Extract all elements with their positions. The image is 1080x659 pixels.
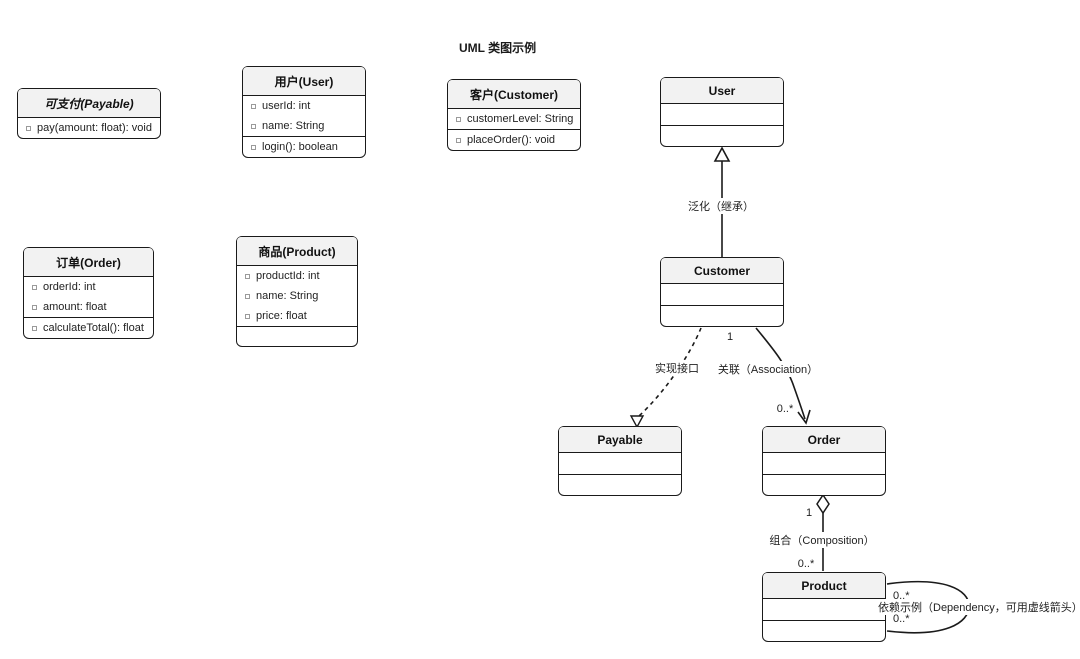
class-attribute: amount: float xyxy=(24,297,153,317)
open-arrow-icon xyxy=(797,409,811,425)
class-box-payable-cn: 可支付(Payable) pay(amount: float): void xyxy=(17,88,161,139)
visibility-icon xyxy=(26,125,31,131)
class-box-customer-cn: 客户(Customer) customerLevel: String place… xyxy=(447,79,581,151)
node-box-user: User xyxy=(660,77,784,147)
visibility-icon xyxy=(251,123,256,129)
class-title: 客户(Customer) xyxy=(448,80,580,109)
class-attribute: customerLevel: String xyxy=(448,109,580,129)
class-title: 用户(User) xyxy=(243,67,365,96)
association-label: 关联（Association） xyxy=(714,361,822,377)
diagram-title: UML 类图示例 xyxy=(459,41,537,55)
visibility-icon xyxy=(32,325,37,331)
class-attribute: price: float xyxy=(237,306,357,326)
composition-target-multiplicity: 0..* xyxy=(795,558,817,570)
visibility-icon xyxy=(245,273,250,279)
visibility-icon xyxy=(245,313,250,319)
class-title: 可支付(Payable) xyxy=(18,89,160,118)
class-method: calculateTotal(): float xyxy=(24,318,153,338)
class-title: Payable xyxy=(559,427,681,453)
empty-methods-compartment xyxy=(237,326,357,346)
node-box-product: Product xyxy=(762,572,886,642)
node-box-payable: Payable xyxy=(558,426,682,496)
class-method: login(): boolean xyxy=(243,137,365,157)
class-title: Customer xyxy=(661,258,783,284)
visibility-icon xyxy=(32,284,37,290)
composition-label: 组合（Composition） xyxy=(766,532,878,548)
empty-attributes-compartment xyxy=(559,453,681,474)
empty-attributes-compartment xyxy=(763,599,885,620)
empty-attributes-compartment xyxy=(763,453,885,474)
class-box-order-cn: 订单(Order) orderId: int amount: float cal… xyxy=(23,247,154,339)
empty-methods-compartment xyxy=(661,125,783,146)
composition-source-multiplicity: 1 xyxy=(803,507,815,519)
generalization-label: 泛化（继承） xyxy=(685,198,757,214)
realization-label: 实现接口 xyxy=(652,360,702,376)
empty-methods-compartment xyxy=(763,474,885,495)
class-title: Product xyxy=(763,573,885,599)
member-text: placeOrder(): void xyxy=(467,134,556,146)
visibility-icon xyxy=(456,116,461,122)
dependency-label: 依赖示例（Dependency，可用虚线箭头） xyxy=(875,599,1080,615)
visibility-icon xyxy=(245,293,250,299)
association-target-multiplicity: 0..* xyxy=(774,403,796,415)
class-title: 订单(Order) xyxy=(24,248,153,277)
member-text: name: String xyxy=(262,120,325,132)
visibility-icon xyxy=(251,144,256,150)
member-text: userId: int xyxy=(262,100,311,112)
class-attribute: name: String xyxy=(243,116,365,136)
class-attribute: productId: int xyxy=(237,266,357,286)
member-text: calculateTotal(): float xyxy=(43,322,144,334)
member-text: login(): boolean xyxy=(262,141,338,153)
empty-methods-compartment xyxy=(661,305,783,326)
class-method: pay(amount: float): void xyxy=(18,118,160,138)
class-box-product-cn: 商品(Product) productId: int name: String … xyxy=(236,236,358,347)
class-attribute: orderId: int xyxy=(24,277,153,297)
member-text: orderId: int xyxy=(43,281,96,293)
empty-attributes-compartment xyxy=(661,284,783,305)
member-text: name: String xyxy=(256,290,319,302)
node-box-customer: Customer xyxy=(660,257,784,327)
visibility-icon xyxy=(251,103,256,109)
association-source-multiplicity: 1 xyxy=(724,331,736,343)
visibility-icon xyxy=(32,304,37,310)
empty-methods-compartment xyxy=(559,474,681,495)
empty-attributes-compartment xyxy=(661,104,783,125)
node-box-order: Order xyxy=(762,426,886,496)
member-text: productId: int xyxy=(256,270,320,282)
member-text: amount: float xyxy=(43,301,107,313)
class-attribute: name: String xyxy=(237,286,357,306)
hollow-diamond-icon xyxy=(816,493,830,515)
hollow-triangle-icon xyxy=(713,146,731,162)
member-text: customerLevel: String xyxy=(467,113,574,125)
class-title: User xyxy=(661,78,783,104)
visibility-icon xyxy=(456,137,461,143)
class-title: Order xyxy=(763,427,885,453)
class-attribute: userId: int xyxy=(243,96,365,116)
dependency-bottom-multiplicity: 0..* xyxy=(891,613,912,625)
member-text: price: float xyxy=(256,310,307,322)
class-box-user-cn: 用户(User) userId: int name: String login(… xyxy=(242,66,366,158)
class-method: placeOrder(): void xyxy=(448,130,580,150)
member-text: pay(amount: float): void xyxy=(37,122,152,134)
empty-methods-compartment xyxy=(763,620,885,641)
class-title: 商品(Product) xyxy=(237,237,357,266)
